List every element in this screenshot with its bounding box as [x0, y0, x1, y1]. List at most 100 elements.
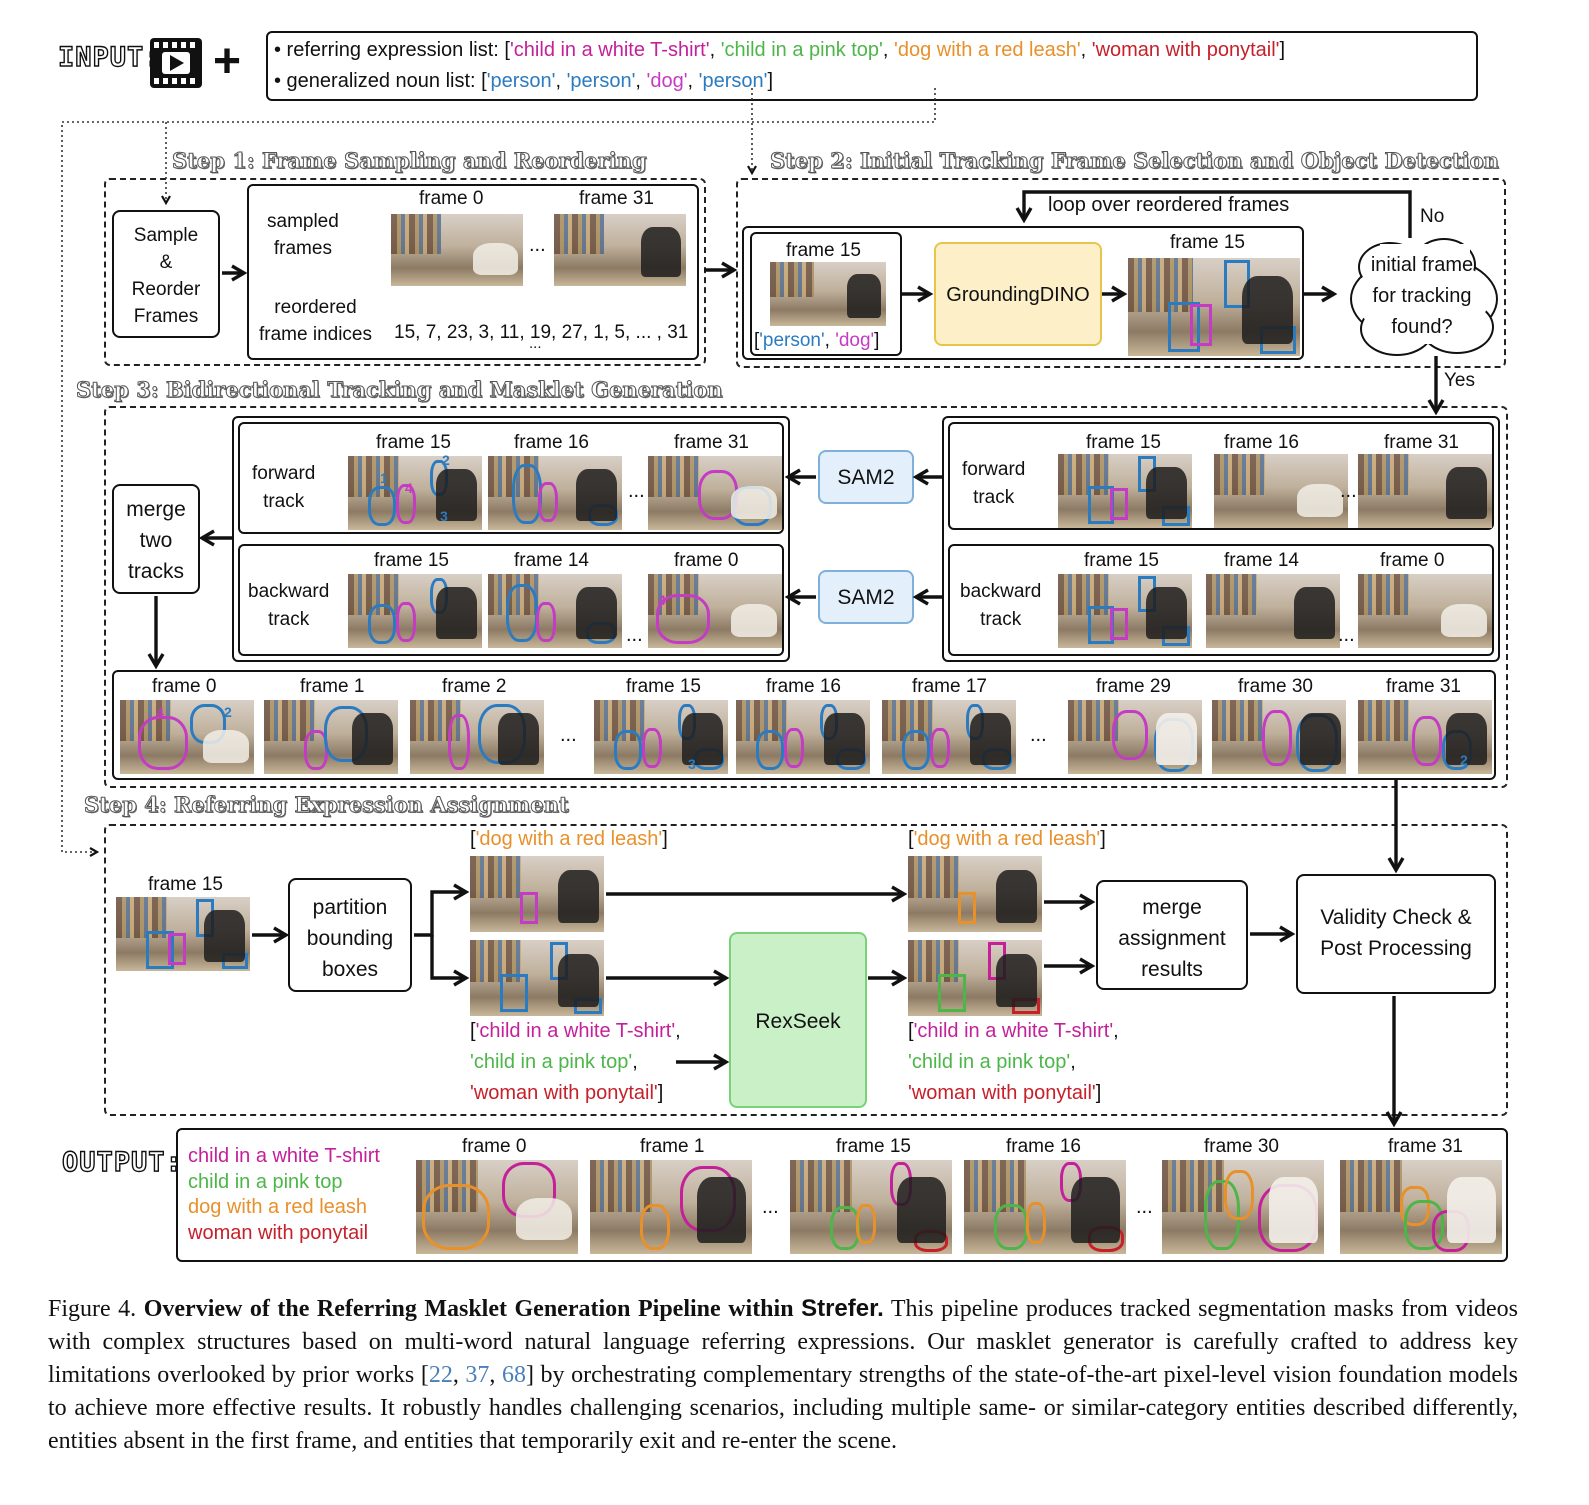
masklet-frame [488, 456, 622, 530]
backward-track-output: backward track frame 15 frame 14 frame 0… [238, 544, 784, 656]
dog-partition-frame [470, 856, 604, 932]
masklet-frame [594, 700, 728, 774]
detection-frame [1058, 454, 1192, 528]
bracket: ] [1100, 828, 1106, 850]
caption-strefer: Strefer. [801, 1295, 884, 1322]
bracket: [ [908, 1020, 914, 1042]
frame-label: frame 14 [1224, 550, 1299, 571]
sample-reorder-box: Sample & Reorder Frames [112, 210, 220, 338]
step1-region [104, 178, 706, 366]
sep: , [709, 39, 721, 61]
frame-label: frame 31 [1384, 432, 1459, 453]
masklet-frame [1358, 700, 1492, 774]
track-id: 3 [440, 508, 448, 524]
bbox-dog [520, 892, 538, 924]
expression-line: 'child in a pink top', [908, 1047, 1119, 1078]
bracket: [ [470, 1020, 476, 1042]
track-id: 4 [156, 704, 164, 720]
yes-label: Yes [1444, 370, 1475, 391]
ellipsis: ... [762, 1196, 779, 1218]
frame-label: frame 29 [1096, 676, 1171, 697]
masklet-frame [264, 700, 398, 774]
loop-arrow [1015, 190, 1412, 238]
frame-label: frame 31 [674, 432, 749, 453]
expression-line: ['child in a white T-shirt', [470, 1016, 681, 1047]
ref-item: 'child in a white T-shirt' [509, 39, 710, 61]
loop-label: loop over reordered frames [1048, 194, 1290, 216]
expression: 'child in a pink top' [470, 1051, 633, 1073]
bracket: ] [1095, 1082, 1102, 1104]
noun-prompt: ['person', 'dog'] [754, 328, 879, 354]
frame-label: frame 0 [462, 1136, 527, 1157]
merged-track-strip: frame 0 frame 1 frame 2 frame 15 frame 1… [112, 670, 1496, 780]
reordered-indices-values: 15, 7, 23, 3, 11, 19, 27, 1, 5, ... , 31 [394, 322, 689, 343]
sep: , [1080, 39, 1092, 61]
frame-label: frame 0 [419, 188, 484, 209]
ellipsis: ... [626, 624, 643, 646]
legend-item: child in a pink top [188, 1170, 343, 1193]
mask-outline [1262, 710, 1292, 766]
branch-arrow [430, 935, 470, 987]
mask-outline [138, 716, 188, 770]
citation-link[interactable]: 68 [501, 1362, 526, 1388]
ellipsis: ... [529, 335, 542, 352]
mask-outline [642, 728, 662, 768]
noun-item: 'person' [486, 70, 556, 92]
backward-track-input: backward track frame 15 frame 14 frame 0… [948, 544, 1494, 656]
citation-link[interactable]: 37 [465, 1362, 490, 1388]
frame-label: frame 15 [1084, 550, 1159, 571]
dog-expression: 'dog with a red leash' [475, 828, 663, 850]
mask-outline [640, 1204, 670, 1250]
ellipsis: ... [560, 724, 577, 746]
detection-panel: frame 15 ['person', 'dog'] GroundingDINO… [742, 226, 1304, 360]
ellipsis: ... [1338, 624, 1355, 646]
noun-item: 'person' [566, 70, 636, 92]
backward-track-label: backward track [960, 581, 1042, 630]
video-frame-thumbnail [770, 262, 886, 326]
step2-title: Step 2: Initial Tracking Frame Selection… [770, 148, 1500, 174]
bbox [1110, 608, 1128, 640]
bracket: [ [908, 828, 914, 850]
citation-link[interactable]: 22 [428, 1362, 453, 1388]
person-partition-frame [470, 940, 604, 1016]
merge-assignment-label: merge assignment results [1118, 896, 1226, 981]
comma: , [675, 1020, 681, 1042]
output-frame [790, 1160, 952, 1254]
frame-label: frame 14 [514, 550, 589, 571]
video-frame-thumbnail [1206, 574, 1340, 648]
frame-label: frame 15 [376, 432, 451, 453]
groundingdino-box: GroundingDINO [934, 242, 1102, 346]
decision-label: initial frame for tracking found? [1370, 254, 1474, 338]
person-assigned-frame [908, 940, 1042, 1016]
mask-outline [422, 1184, 490, 1250]
frame-label: frame 16 [1224, 432, 1299, 453]
masklet-frame [348, 456, 482, 530]
comma: , [632, 1051, 638, 1073]
sam2-label: SAM2 [837, 586, 895, 609]
bracket: ] [874, 330, 880, 351]
track-id: 4 [405, 480, 413, 496]
rexseek-label: RexSeek [755, 1010, 841, 1033]
frame-label: frame 0 [152, 676, 217, 697]
mask-outline [1412, 716, 1442, 766]
noun-item: 'dog' [835, 330, 875, 351]
comma: , [1113, 1020, 1119, 1042]
bbox-person [500, 974, 528, 1012]
expression-line: 'child in a pink top', [470, 1047, 681, 1078]
ellipsis: ... [1136, 1196, 1153, 1218]
sep: , [882, 39, 894, 61]
frame-label: frame 16 [766, 676, 841, 697]
mask-outline [448, 714, 470, 770]
forward-track-input: forward track frame 15 frame 16 frame 31… [948, 422, 1494, 530]
expression: 'child in a white T-shirt' [475, 1020, 676, 1042]
legend-item: dog with a red leash [188, 1196, 368, 1218]
forward-track-label: forward track [962, 459, 1026, 508]
mask-outline [1224, 1170, 1254, 1220]
bracket: ] [657, 1082, 664, 1104]
detection-frame [1058, 574, 1192, 648]
frame-label: frame 31 [1388, 1136, 1463, 1157]
bracket: [ [470, 828, 476, 850]
forward-track-output: forward track frame 15 frame 16 frame 31… [238, 422, 784, 534]
frame-label: frame 15 [626, 676, 701, 697]
